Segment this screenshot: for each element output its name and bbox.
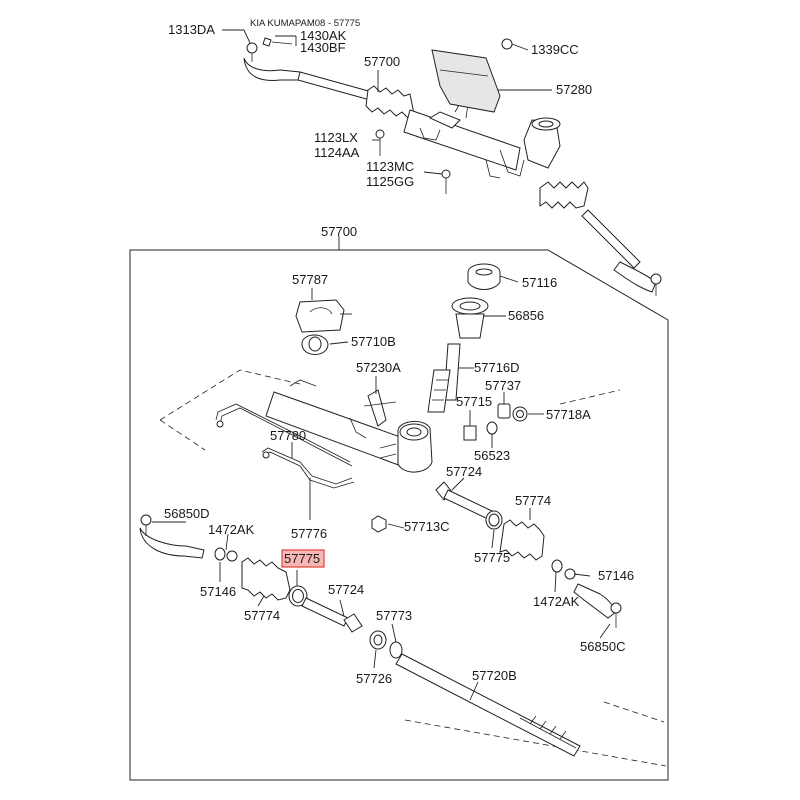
part-labels: KIA KUMAPAM08 - 57775 1313DA 1430AK 1430…	[164, 18, 634, 686]
label-57724-left: 57724	[328, 582, 364, 597]
label-57146-left: 57146	[200, 584, 236, 599]
label-57146-right: 57146	[598, 568, 634, 583]
label-1123LX: 1123LX	[314, 130, 358, 145]
label-57700-top: 57700	[364, 54, 400, 69]
label-1430BF: 1430BF	[300, 40, 346, 55]
label-57716D: 57716D	[474, 360, 520, 375]
label-57280: 57280	[556, 82, 592, 97]
label-57775-highlighted: 57775	[284, 551, 320, 566]
label-1339CC: 1339CC	[531, 42, 579, 57]
label-57720B: 57720B	[472, 668, 517, 683]
header-text: KIA KUMAPAM08 - 57775	[250, 18, 360, 29]
label-1430AK: 1430AK	[300, 28, 347, 43]
label-57700-box: 57700	[321, 224, 357, 239]
exploded-leaders	[152, 275, 611, 701]
label-57724-right: 57724	[446, 464, 482, 479]
label-57774-left: 57774	[244, 608, 280, 623]
label-56850C: 56850C	[580, 639, 626, 654]
label-1123MC: 1123MC	[366, 159, 414, 174]
label-57775-right: 57775	[474, 550, 510, 565]
overview-assembly	[243, 37, 662, 296]
label-1472AK-left: 1472AK	[208, 522, 255, 537]
label-57116: 57116	[522, 275, 557, 290]
label-57773: 57773	[376, 608, 412, 623]
label-57737: 57737	[485, 378, 521, 393]
label-1125GG: 1125GG	[366, 174, 414, 189]
label-57715: 57715	[456, 394, 492, 409]
label-57710B: 57710B	[351, 334, 396, 349]
highlight-box	[281, 549, 325, 568]
label-1472AK-right: 1472AK	[533, 594, 580, 609]
label-56850D: 56850D	[164, 506, 210, 521]
label-57774-right: 57774	[515, 493, 551, 508]
exploded-view-frame	[129, 249, 669, 781]
label-57780: 57780	[270, 428, 306, 443]
label-57787: 57787	[292, 272, 328, 287]
label-57713C: 57713C	[404, 519, 450, 534]
label-1313DA: 1313DA	[168, 22, 215, 37]
label-56523: 56523	[474, 448, 510, 463]
label-56856: 56856	[508, 308, 544, 323]
overview-leaders	[222, 29, 552, 250]
label-57726: 57726	[356, 671, 392, 686]
label-57230A: 57230A	[356, 360, 401, 375]
label-57718A: 57718A	[546, 407, 591, 422]
label-1124AA: 1124AA	[314, 145, 360, 160]
label-57776: 57776	[291, 526, 327, 541]
exploded-parts	[139, 263, 622, 757]
